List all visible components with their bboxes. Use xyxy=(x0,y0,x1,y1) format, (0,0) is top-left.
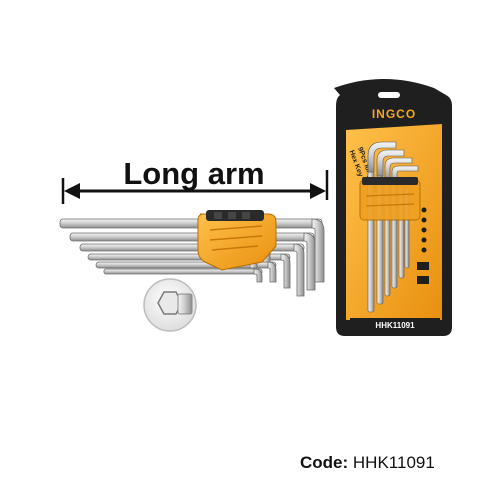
hex-key-bend xyxy=(303,232,316,291)
hex-key-bend xyxy=(280,253,291,289)
retail-package: INGCO 9Pcs long arm Hex Key xyxy=(334,79,452,336)
package-model: HHK11091 xyxy=(375,321,415,330)
hex-key-arm xyxy=(103,268,263,275)
product-code: Code: HHK11091 xyxy=(300,453,490,479)
hang-hole xyxy=(378,92,400,98)
hex-key-bend xyxy=(267,261,277,283)
size-markers xyxy=(417,207,429,284)
package-model-strip xyxy=(350,318,440,332)
hex-profile-closeup xyxy=(143,278,197,332)
hex-key-arm xyxy=(69,232,315,242)
hex-key-bend xyxy=(253,268,263,283)
arrow-right-head xyxy=(310,183,326,199)
product-code-value: HHK11091 xyxy=(352,453,435,472)
hex-key-bend xyxy=(293,243,305,297)
hex-key-set xyxy=(59,210,325,297)
key-holder-clip xyxy=(197,210,277,271)
long-arm-label: Long arm xyxy=(123,156,264,191)
packaged-hex-keys xyxy=(359,141,421,313)
product-code-label: Code: xyxy=(300,453,349,472)
brand-logo: INGCO xyxy=(372,107,416,121)
hex-key-arm xyxy=(59,218,323,229)
arrow-left-head xyxy=(64,183,80,199)
long-arm-dimension xyxy=(61,170,329,204)
